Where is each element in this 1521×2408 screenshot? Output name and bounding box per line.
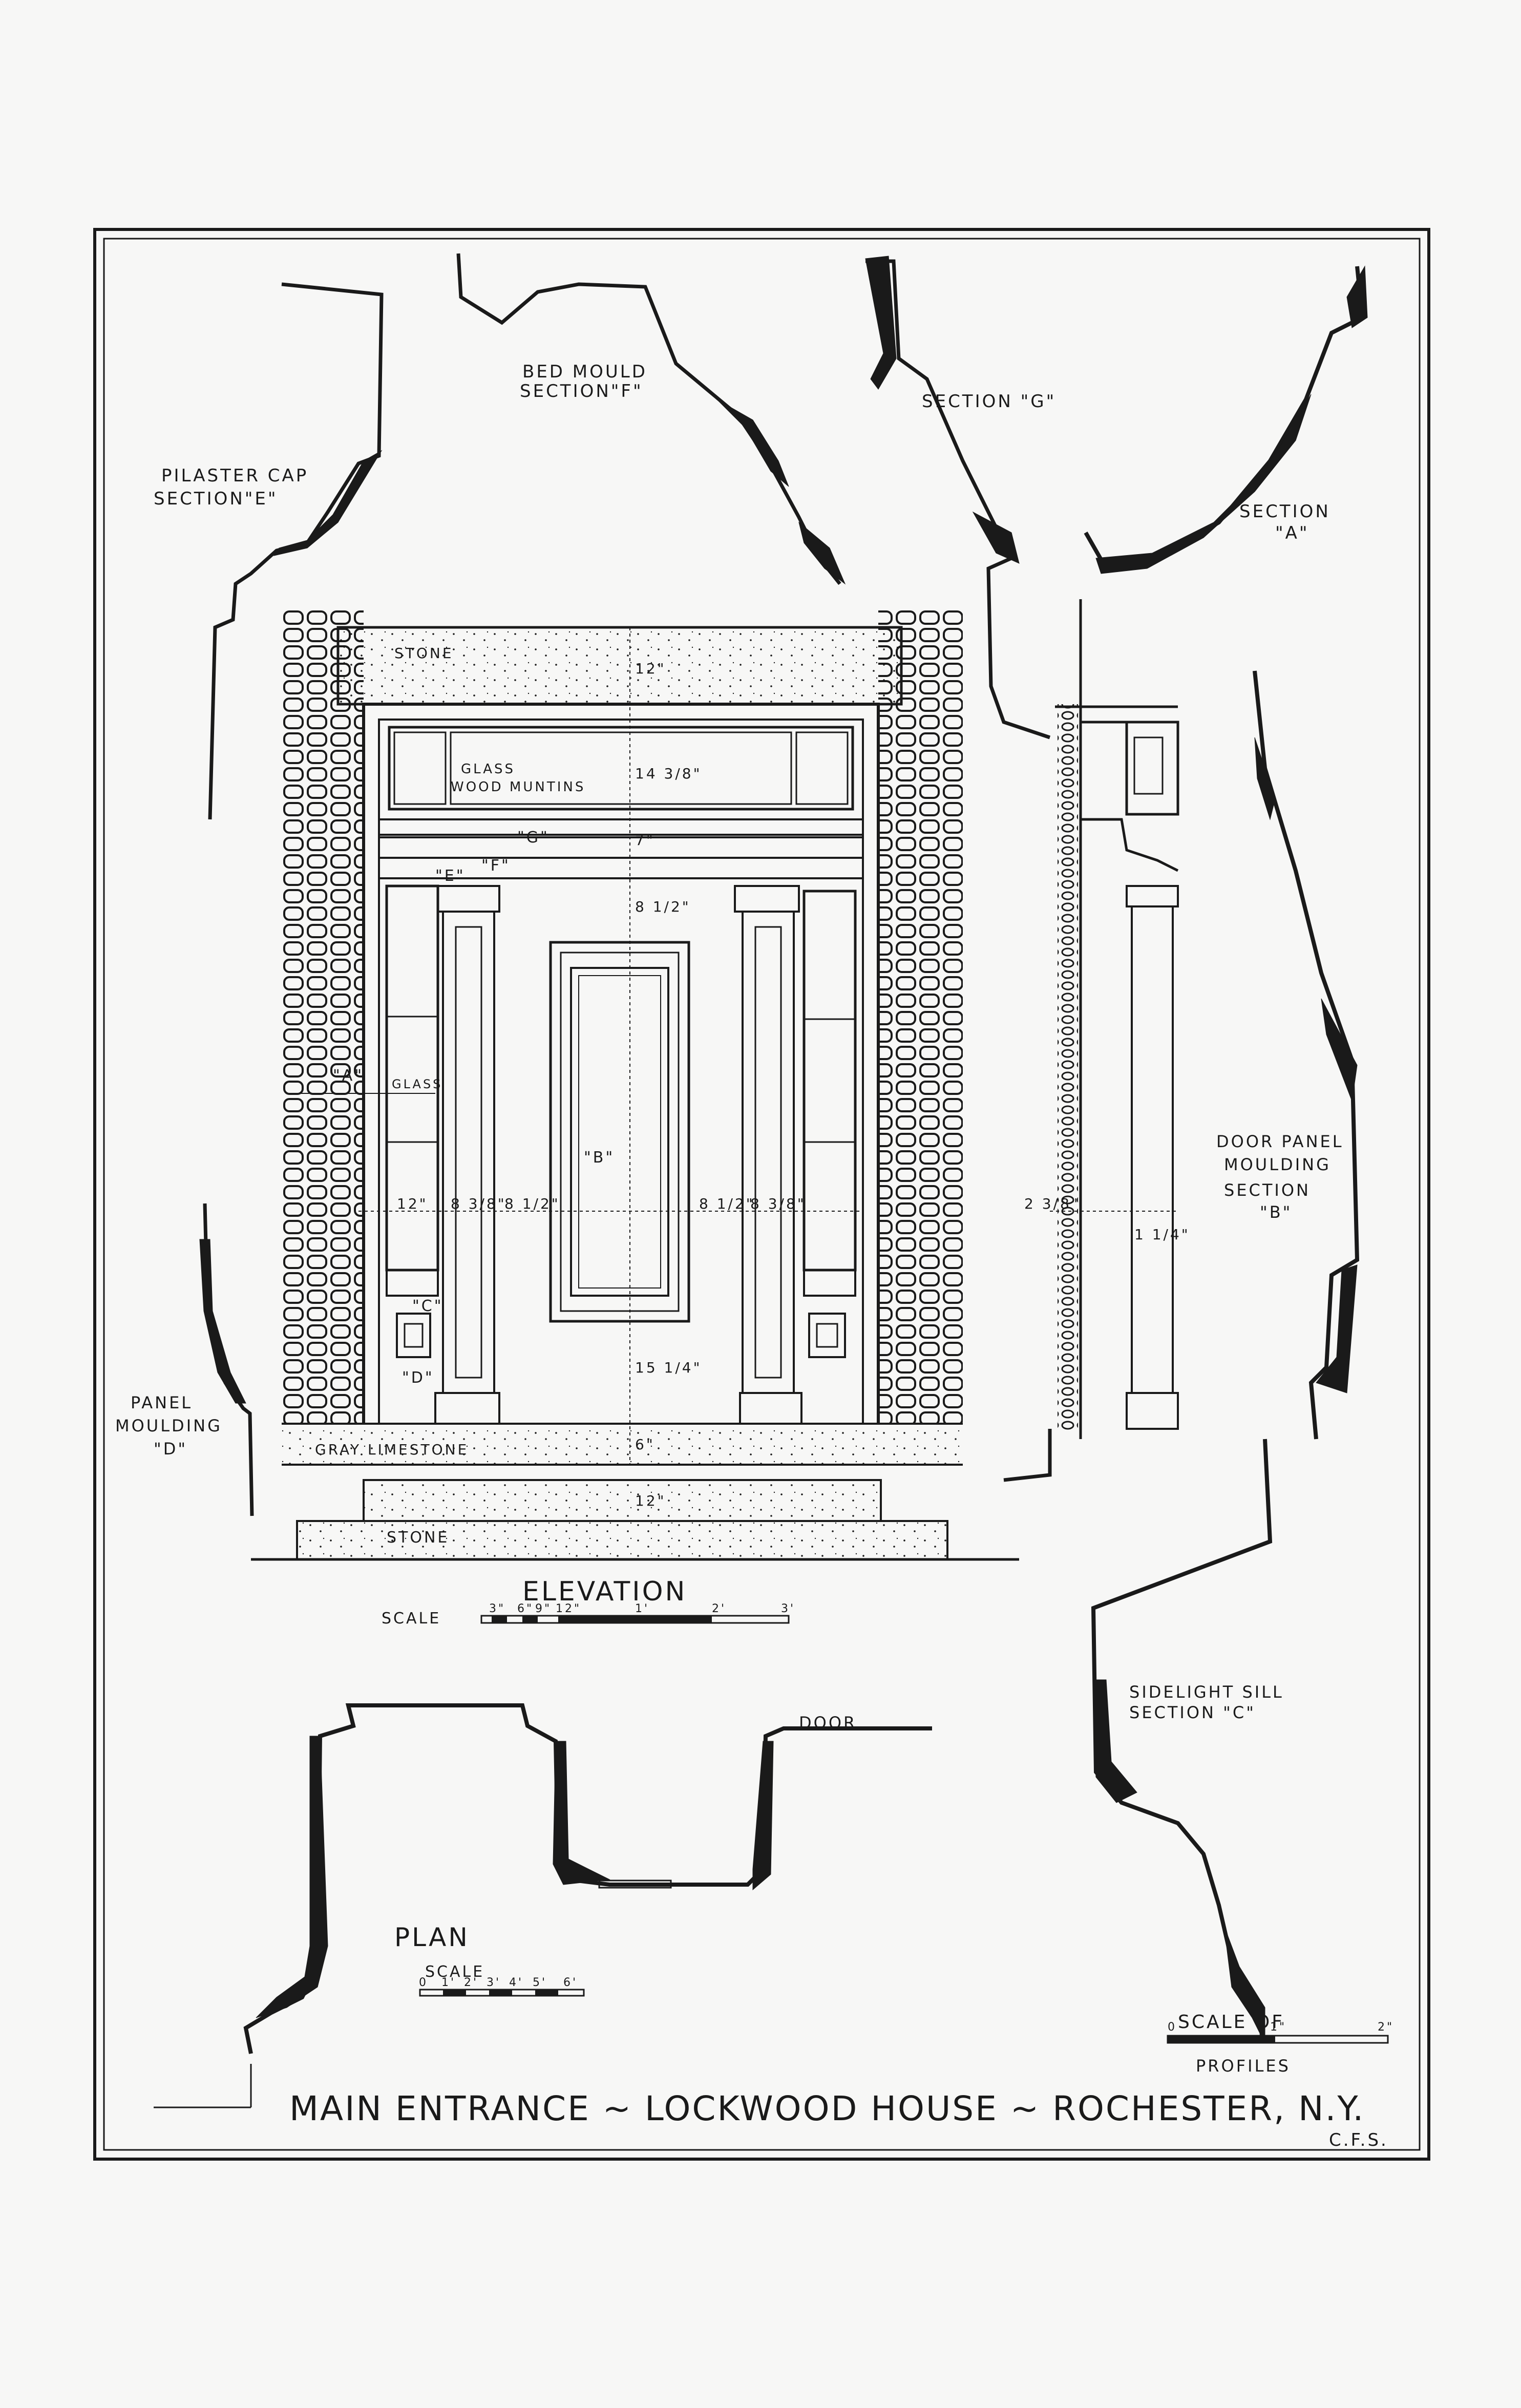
profile-section-c [1091,1439,1273,2044]
door-panel-moulding-label: MOULDING [1224,1155,1331,1174]
profiles-tick: 1" [1270,2021,1286,2034]
bed-mould-section-label: SECTION"F" [520,381,643,402]
plan-tick: 6' [563,1976,578,1989]
masonry-right [878,609,963,1424]
marker-a: "A" [333,1067,364,1085]
plan-tick: 5' [533,1976,547,1989]
dim-pil-r: 8 3/8" [750,1195,806,1212]
sidelight-sill-label: SIDELIGHT SILL [1129,1682,1284,1702]
door-label: DOOR [799,1713,857,1733]
elev-tick: 3' [781,1602,795,1615]
elevation-scale-label: SCALE [382,1610,441,1628]
pilaster-cap-label: PILASTER CAP [161,466,308,486]
bed-mould-label: BED MOULD [522,362,647,382]
scale-bar-elevation [480,1615,790,1624]
section-a-label: SECTION [1239,501,1330,522]
profile-section-g [865,256,1051,740]
plan-tick: 1' [441,1976,456,1989]
elev-tick: 12" [556,1602,581,1615]
plan-title: PLAN [394,1923,470,1952]
section-a-letter: "A" [1275,523,1309,543]
elev-tick: 1' [635,1602,649,1615]
dim-stone-h: 12" [635,660,666,677]
door-panel-letter: "B" [1260,1202,1292,1222]
glass-label: GLASS [461,762,515,777]
elevation-drawing [251,609,1019,1561]
dim-sec-w: 2 3/8" [1024,1195,1080,1212]
panel-label: PANEL [131,1393,193,1412]
profile-section-b [1253,670,1360,1440]
profile-section-e [208,282,384,820]
marker-e: "E" [435,867,466,885]
profiles-scale-label: SCALE OF [1178,2012,1284,2033]
elev-tick: 2' [712,1602,726,1615]
gray-limestone-label: GRAY LIMESTONE [315,1441,469,1458]
elev-tick: 9" [535,1602,552,1615]
masonry-left [282,609,364,1424]
dim-gap-r: 8 1/2" [699,1195,755,1212]
marker-d: "D" [402,1369,434,1387]
plan-profile [154,1703,932,2108]
dimension-labels: 12" 14 3/8" 7" 8 1/2" 15 1/4" 6" 12" 12"… [397,660,1190,1509]
dim-step2: 12" [635,1492,666,1509]
plan-tick: 2' [464,1976,478,1989]
scale-bar-plan [419,1989,585,1997]
marker-b: "B" [584,1149,615,1167]
plan-scale-label: SCALE [425,1963,484,1981]
profile-section-d [199,1203,254,1516]
plan-tick: 3' [487,1976,501,1989]
marker-f: "F" [481,857,511,875]
panel-moulding-letter: "D" [154,1439,187,1459]
dim-sec-w2: 1 1/4" [1134,1226,1190,1243]
section-markers: "E" "F" "G" "A" "B" "C" "D" [333,829,615,1387]
elevation-title: ELEVATION [522,1576,687,1607]
dim-pil-l: 8 3/8" [451,1195,506,1212]
profile-section-f [456,253,846,585]
elev-tick: 6" [517,1602,534,1615]
profiles-tick: 0 [1168,2021,1177,2034]
stone-top-label: STONE [394,645,454,662]
marker-c: "C" [412,1297,443,1315]
main-title: MAIN ENTRANCE ~ LOCKWOOD HOUSE ~ ROCHEST… [289,2089,1365,2128]
dim-side-w: 12" [397,1195,428,1212]
dim-cap-h: 8 1/2" [635,898,691,915]
side-section [1003,599,1179,1482]
elev-tick: 3" [489,1602,505,1615]
sheet-border [93,228,1430,2161]
profiles-tick: 2" [1378,2021,1394,2034]
dim-transom-h: 14 3/8" [635,765,702,782]
initials: C.F.S. [1329,2130,1388,2150]
plan-tick: 4' [509,1976,523,1989]
plan-tick: 0 [419,1976,428,1989]
glass-side-label: GLASS [392,1077,442,1091]
marker-g: "G" [517,829,550,847]
stone-bottom-label: STONE [387,1529,449,1547]
dim-step1: 6" [635,1436,655,1453]
scale-bar-profiles [1167,2035,1389,2044]
text-labels: BED MOULD SECTION"F" SECTION "G" PILASTE… [115,362,1388,2150]
scale-ticks: 3" 6" 9" 12" 1' 2' 3' 0 1' 2' 3' 4' 5' 6… [419,1602,1394,2034]
wood-muntins-label: WOOD MUNTINS [451,779,585,795]
sidelight-section-label: SECTION "C" [1129,1703,1256,1722]
dim-frieze-h: 7" [635,832,655,849]
pilaster-section-label: SECTION"E" [154,489,278,509]
panel-moulding-label: MOULDING [115,1416,222,1435]
door-panel-section-label: SECTION [1224,1180,1311,1200]
profile-section-a [1084,265,1368,574]
section-g-label: SECTION "G" [922,391,1056,412]
door-panel-label: DOOR PANEL [1216,1132,1344,1151]
profiles-label: PROFILES [1196,2056,1291,2076]
dim-base-h: 15 1/4" [635,1359,702,1376]
dim-gap-l: 8 1/2" [504,1195,560,1212]
